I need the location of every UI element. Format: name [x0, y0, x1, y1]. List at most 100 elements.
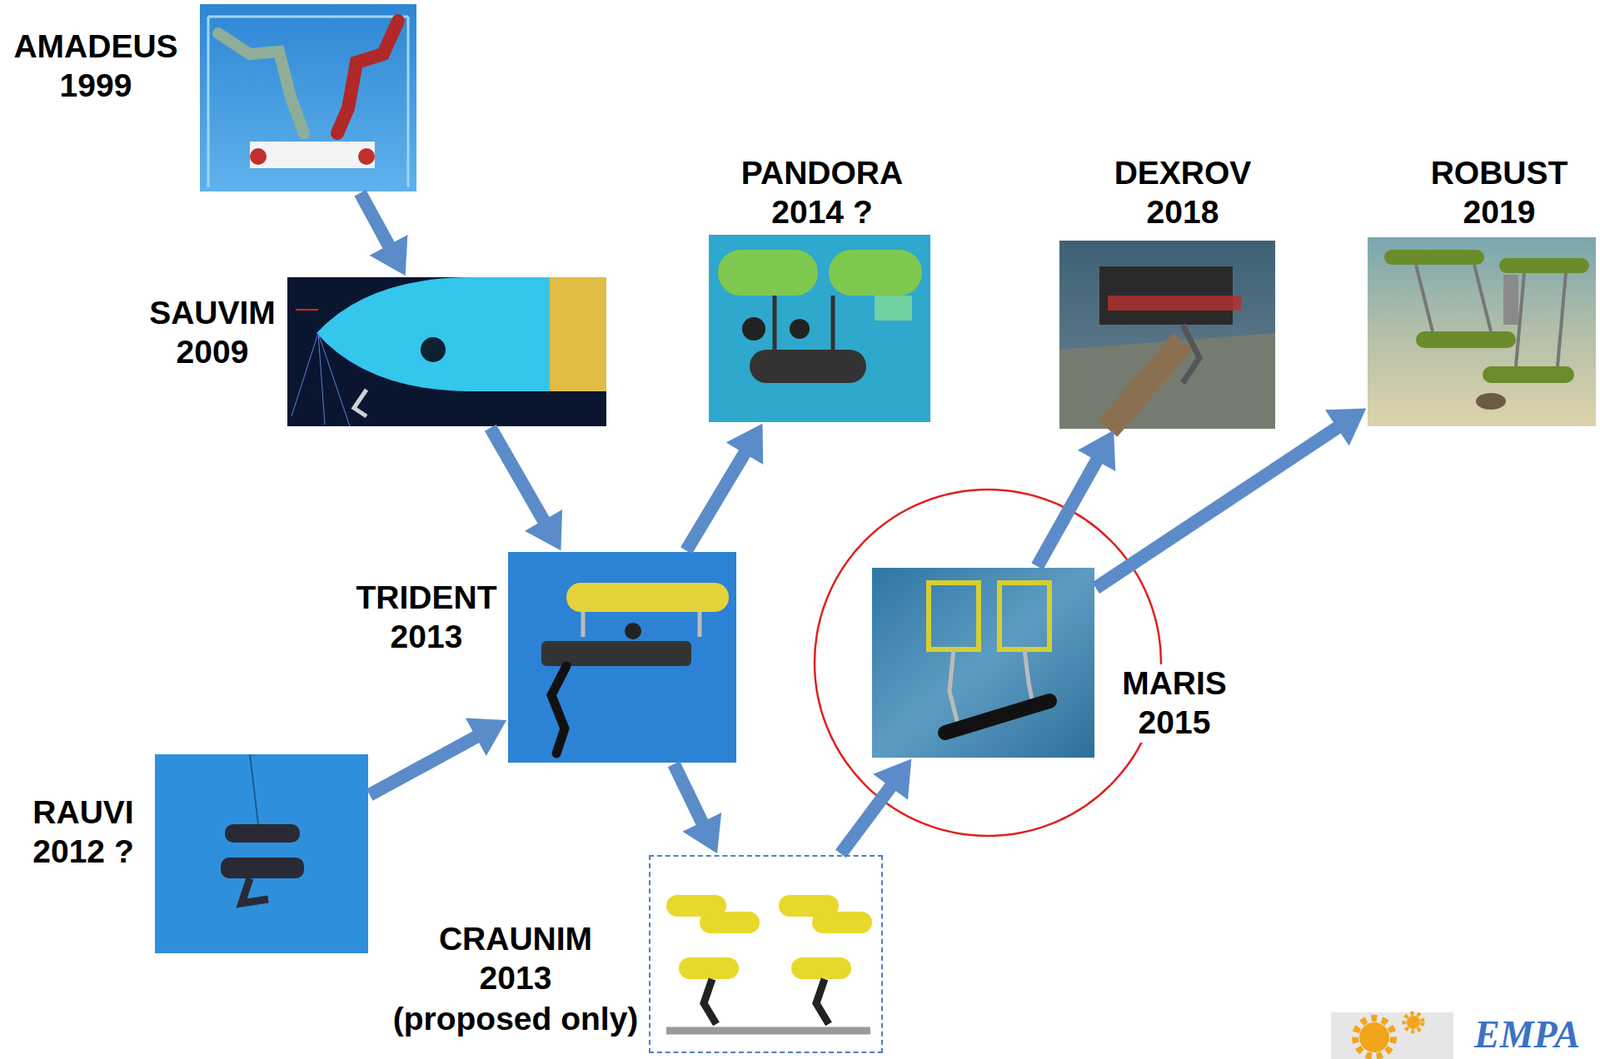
project-label: RAUVI 2012 ?	[4, 793, 163, 873]
sauvim-render-part-part	[295, 309, 319, 311]
pandora-photo-part	[742, 317, 766, 341]
maris-render-part	[999, 583, 1050, 650]
project-label: PANDORA 2014 ?	[734, 154, 910, 233]
sauvim-render-part-part	[549, 277, 607, 392]
craunim-render	[666, 895, 873, 1032]
lineage-arrow	[353, 189, 408, 276]
rauvi-photo-part	[249, 754, 259, 825]
maris-render-part	[945, 701, 1050, 733]
trident-photo-part	[508, 552, 737, 763]
project-box: CRAUNIM 2013(proposed only)	[648, 855, 883, 1054]
project-note: (proposed only)	[383, 1000, 648, 1040]
pandora-photo-part	[774, 295, 833, 350]
project-label: MARIS 2015	[1095, 664, 1254, 743]
robust-render-part	[1503, 274, 1519, 325]
empa-logo-part	[1330, 1012, 1454, 1059]
dexrov-render-part	[1107, 295, 1242, 311]
empa-logo-part	[1404, 1013, 1423, 1032]
project-box: MARIS 2015	[872, 568, 1095, 758]
lineage-arrow	[1091, 408, 1366, 594]
pandora-photo	[708, 234, 931, 423]
project-label: AMADEUS 1999	[8, 27, 184, 106]
craunim-render-part	[812, 912, 873, 934]
robust-render-part	[1499, 258, 1590, 274]
craunim-render-part	[791, 957, 852, 980]
sauvim-render-part-part	[420, 337, 446, 363]
pandora-photo-part	[708, 234, 931, 423]
dexrov-render-part	[1059, 333, 1276, 429]
logo-text: EMPA	[1474, 1014, 1581, 1057]
maris-render	[872, 568, 1095, 758]
lineage-arrow	[1031, 430, 1116, 571]
maris-render-part	[928, 583, 979, 650]
rauvi-photo	[154, 754, 369, 954]
sauvim-render	[287, 277, 607, 427]
pandora-photo-part	[749, 349, 867, 384]
project-box: PANDORA 2014 ?	[708, 234, 931, 423]
robust-render-part	[1415, 331, 1516, 349]
craunim-render-part	[666, 1027, 871, 1036]
project-label: CRAUNIM 2013	[428, 920, 604, 999]
sauvim-render-part-part	[353, 389, 367, 417]
craunim-render-part	[703, 979, 829, 1025]
pandora-photo-part	[717, 249, 818, 296]
robust-render	[1367, 237, 1596, 427]
amadeus-photo-part	[337, 20, 399, 134]
trident-photo-part	[566, 583, 729, 613]
sauvim-render-part-part	[291, 333, 350, 427]
rauvi-photo-part	[224, 824, 300, 843]
dexrov-render-part	[1107, 341, 1183, 429]
lineage-arrow	[680, 423, 763, 555]
robust-render-part	[1415, 264, 1566, 367]
trident-photo-part	[624, 623, 642, 640]
empa-logo	[1330, 1012, 1454, 1059]
amadeus-photo-part	[358, 148, 375, 165]
project-label: TRIDENT 2013	[338, 578, 514, 658]
project-box: AMADEUS 1999	[199, 4, 417, 192]
project-label: ROBUST 2019	[1411, 154, 1587, 233]
lineage-arrow	[484, 424, 563, 552]
robust-render-part	[1384, 249, 1485, 265]
dexrov-render	[1059, 240, 1276, 429]
highlight-circle	[814, 489, 1162, 837]
amadeus-photo-part	[249, 148, 267, 165]
robust-render-part	[1367, 237, 1596, 427]
robust-render-part	[1475, 393, 1506, 410]
empa-logo-part	[1406, 1016, 1421, 1030]
project-label: DEXROV 2018	[1095, 154, 1271, 233]
amadeus-photo-part	[199, 4, 417, 192]
amadeus-photo-part	[249, 141, 375, 169]
robust-render-part	[1482, 366, 1575, 384]
dexrov-render-part	[1059, 240, 1276, 429]
project-box: SAUVIM 2009	[287, 277, 607, 427]
lineage-arrow	[366, 717, 507, 801]
lineage-arrow	[835, 759, 912, 859]
project-box: ROBUST 2019	[1367, 237, 1596, 427]
rauvi-photo-part	[154, 754, 369, 954]
project-box: TRIDENT 2013	[508, 552, 737, 763]
craunim-render-part	[678, 957, 739, 980]
project-label: SAUVIM 2009	[124, 294, 300, 373]
empa-logo-part	[1355, 1018, 1394, 1057]
amadeus-photo	[199, 4, 417, 192]
project-box: DEXROV 2018	[1059, 240, 1276, 429]
trident-photo	[508, 552, 737, 763]
amadeus-photo-part	[218, 33, 305, 134]
pandora-photo-part	[789, 319, 810, 339]
dexrov-render-part	[1182, 324, 1200, 384]
project-box: RAUVI 2012 ?	[154, 754, 369, 954]
sauvim-render-part	[291, 277, 607, 427]
pandora-photo-part	[828, 249, 923, 296]
trident-photo-part	[583, 612, 700, 638]
lineage-arrow	[667, 761, 722, 854]
maris-render-part	[872, 568, 1095, 758]
craunim-render-part	[699, 912, 760, 934]
empa-logo-part	[1359, 1022, 1390, 1053]
rauvi-photo-part	[241, 878, 269, 904]
trident-photo-part	[551, 666, 567, 754]
pandora-photo-part	[874, 295, 913, 321]
amadeus-photo-part	[208, 16, 409, 188]
sauvim-render-part-part	[316, 277, 607, 392]
sauvim-render-part	[287, 277, 607, 427]
